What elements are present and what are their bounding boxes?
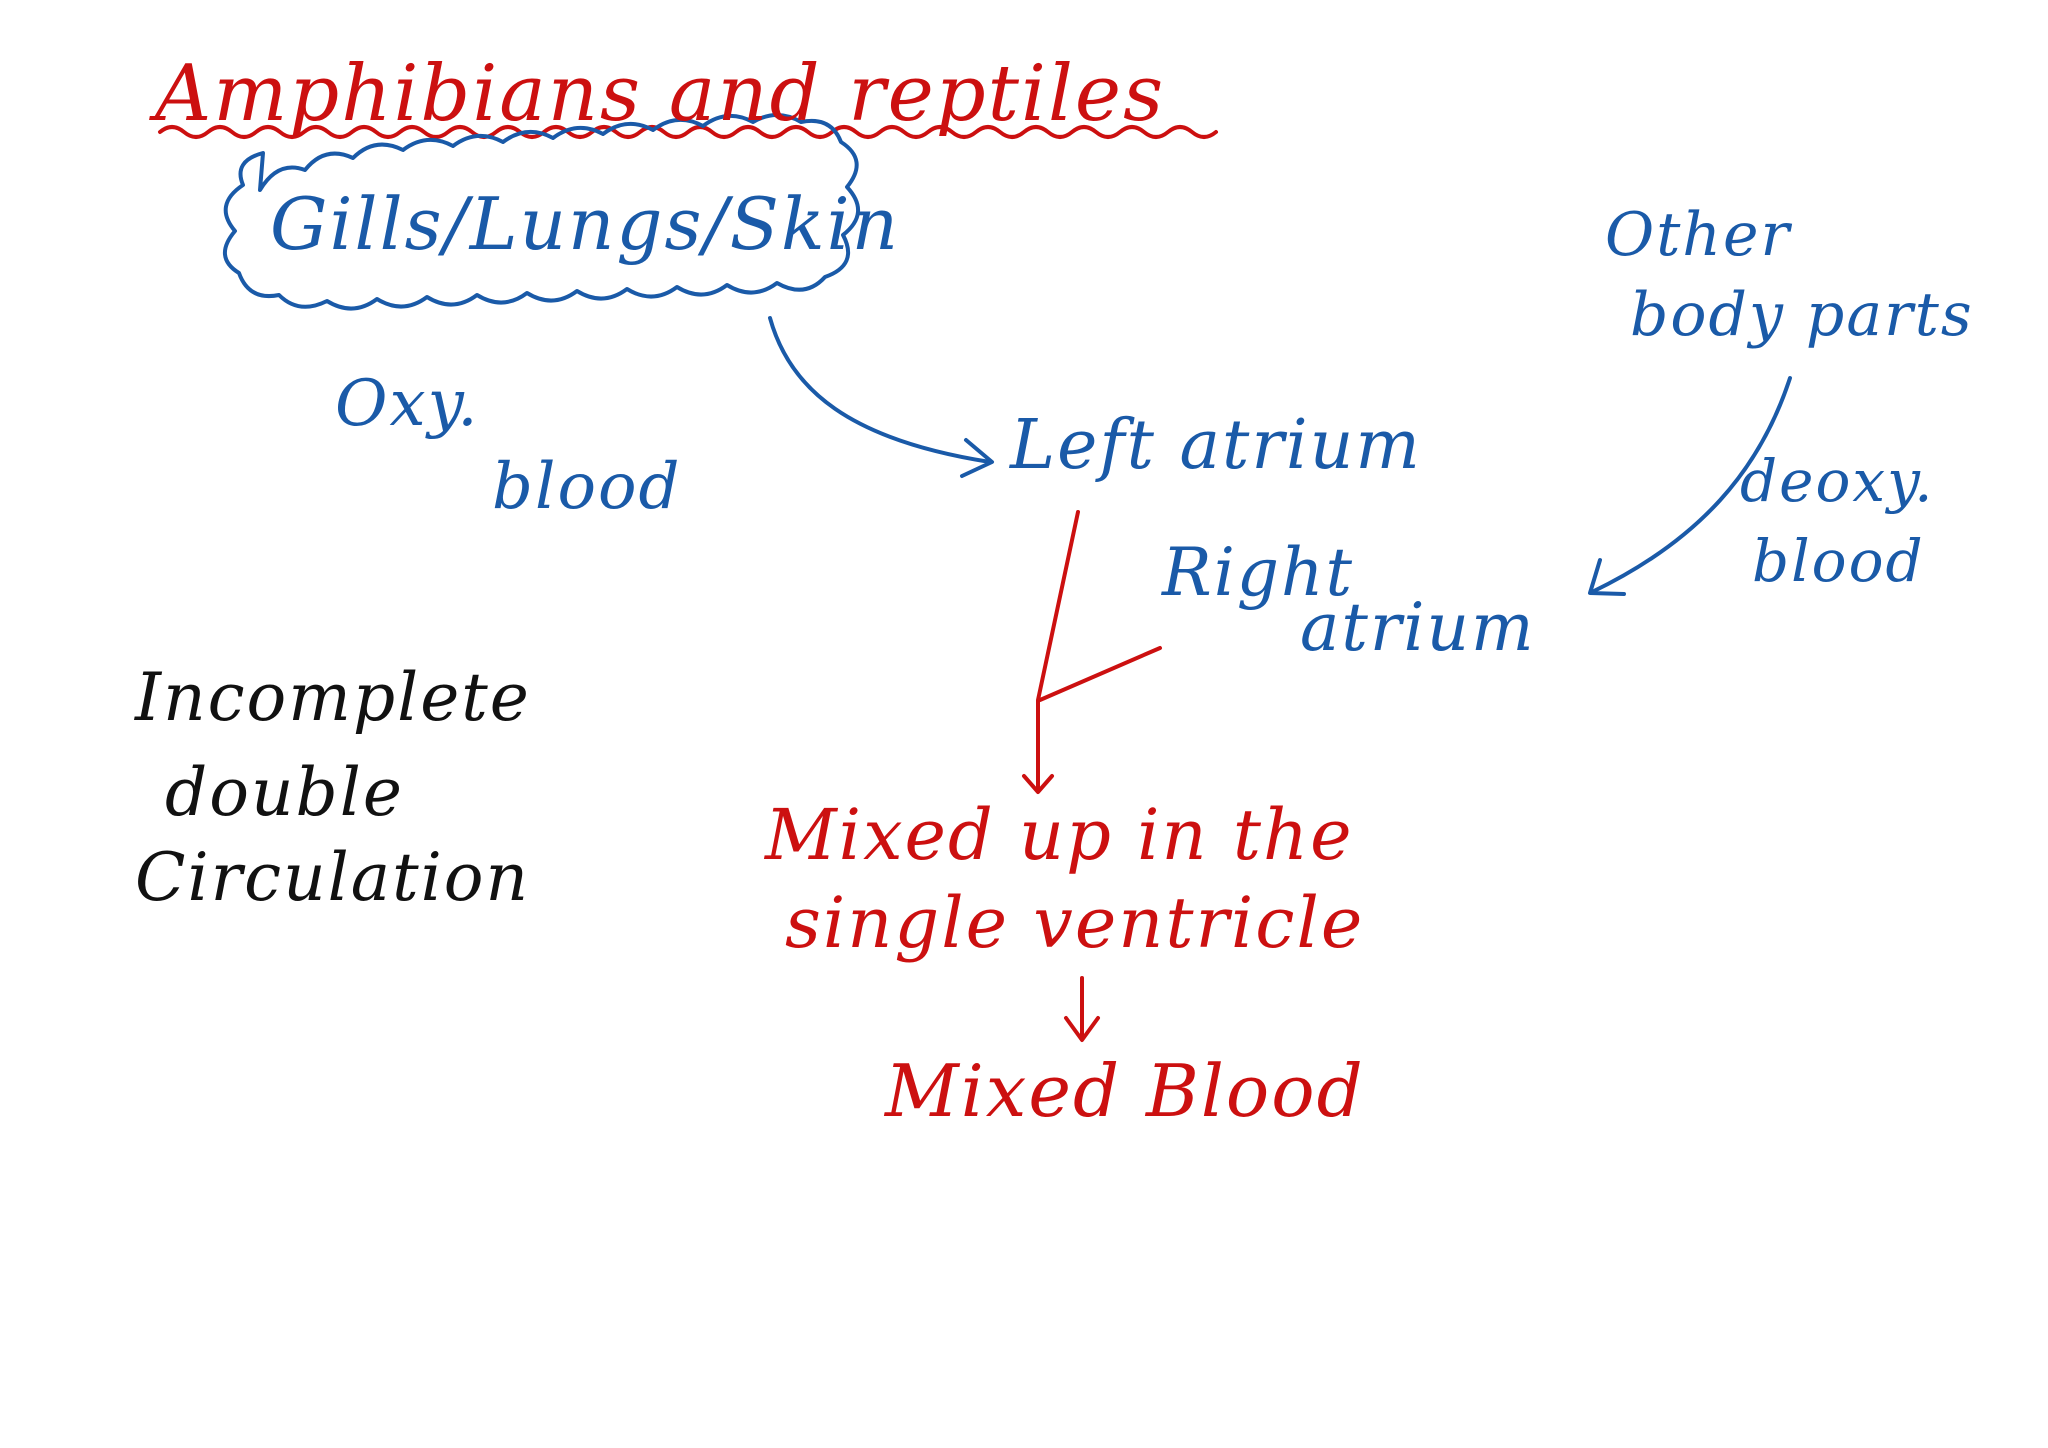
- left-atrium-down-line: [1036, 510, 1080, 792]
- title-underline: [158, 125, 1218, 139]
- right-atrium-join-line: [1038, 646, 1162, 702]
- other-body-parts-line1: Other: [1605, 200, 1792, 270]
- respiratory-organs-label: Gills/Lungs/Skin: [270, 182, 901, 266]
- arrowhead-mixed-blood: [1064, 1016, 1100, 1042]
- ventricle-label-line1: Mixed up in the: [765, 794, 1354, 876]
- deoxy-blood-label-line2: blood: [1752, 527, 1925, 595]
- cloud-to-left-atrium-arrow: [768, 316, 992, 464]
- right-atrium-label-line2: atrium: [1300, 589, 1536, 666]
- arrowhead-ventricle: [1022, 774, 1054, 794]
- circulation-type-line2: double: [165, 754, 404, 831]
- respiratory-cloud: [223, 113, 860, 311]
- other-body-parts-line2: body parts: [1630, 280, 1974, 350]
- circulation-type-line3: Circulation: [135, 839, 530, 916]
- arrowhead-left-atrium: [960, 438, 994, 478]
- body-to-right-atrium-arrow: [1590, 376, 1792, 594]
- ventricle-label-line2: single ventricle: [785, 882, 1365, 964]
- oxy-blood-label-line1: Oxy.: [335, 367, 480, 441]
- deoxy-blood-label-line1: deoxy.: [1740, 447, 1935, 515]
- left-atrium-label: Left atrium: [1010, 406, 1422, 485]
- right-atrium-label-line1: Right: [1162, 534, 1355, 611]
- circulation-type-line1: Incomplete: [135, 659, 531, 736]
- diagram-title: Amphibians and reptiles: [155, 49, 1166, 139]
- mixed-blood-label: Mixed Blood: [885, 1049, 1365, 1133]
- oxy-blood-label-line2: blood: [492, 450, 682, 524]
- arrowhead-right-atrium: [1588, 558, 1626, 596]
